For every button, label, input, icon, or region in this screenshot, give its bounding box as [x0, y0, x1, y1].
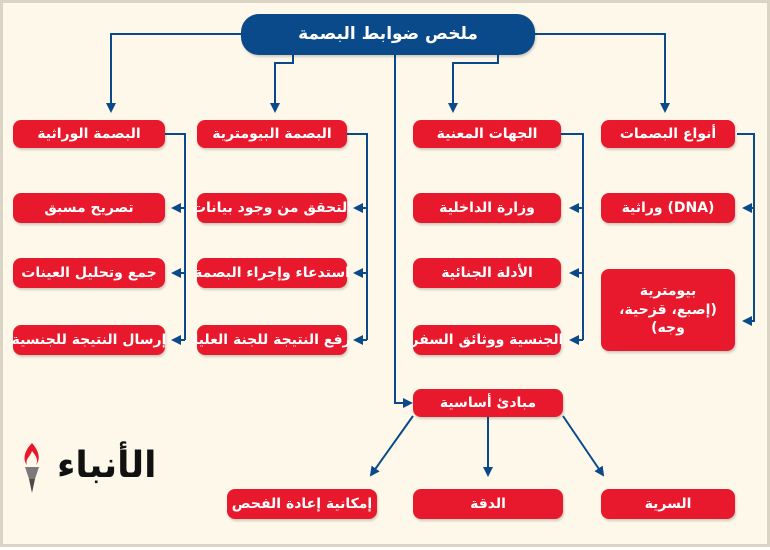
genetic-item-permit: تصريح مسبق — [13, 193, 165, 223]
types-item-biometric: بيومترية (إصبع، قزحية، وجه) — [601, 269, 735, 351]
types-header: أنواع البصمات — [601, 120, 735, 148]
principle-accuracy: الدقة — [413, 489, 563, 519]
types-item-biometric-line1: بيومترية — [639, 282, 697, 299]
root-node: ملخص ضوابط البصمة — [241, 14, 535, 55]
principle-confidentiality: السرية — [601, 489, 735, 519]
types-item-dna: (DNA) وراثية — [601, 193, 735, 223]
parties-item-forensics: الأدلة الجنائية — [413, 258, 561, 288]
types-item-biometric-line2: (إصبع، قزحية، وجه) — [619, 301, 717, 337]
connector-lines — [106, 33, 755, 477]
alanba-logo-text: الأنباء — [57, 445, 158, 486]
biometric-item-verify: التحقق من وجود بيانات — [192, 193, 352, 223]
alanba-logo: الأنباء — [17, 441, 197, 503]
parties-header: الجهات المعنية — [413, 120, 561, 148]
parties-item-interior: وزارة الداخلية — [413, 193, 561, 223]
genetic-header: البصمة الوراثية — [13, 120, 165, 148]
principles-header: مبادئ أساسية — [413, 389, 563, 417]
biometric-item-summon: استدعاء وإجراء البصمة — [194, 258, 350, 288]
parties-item-nationality: الجنسية ووثائق السفر — [411, 325, 563, 355]
biometric-header: البصمة البيومترية — [197, 120, 347, 148]
genetic-item-samples: جمع وتحليل العينات — [13, 258, 165, 288]
principle-reexamination: إمكانية إعادة الفحص — [227, 489, 377, 519]
biometric-item-submit: رفع النتيجة للجنة العليا — [193, 325, 351, 355]
torch-icon — [24, 443, 39, 493]
genetic-item-send: إرسال النتيجة للجنسية — [12, 325, 166, 355]
